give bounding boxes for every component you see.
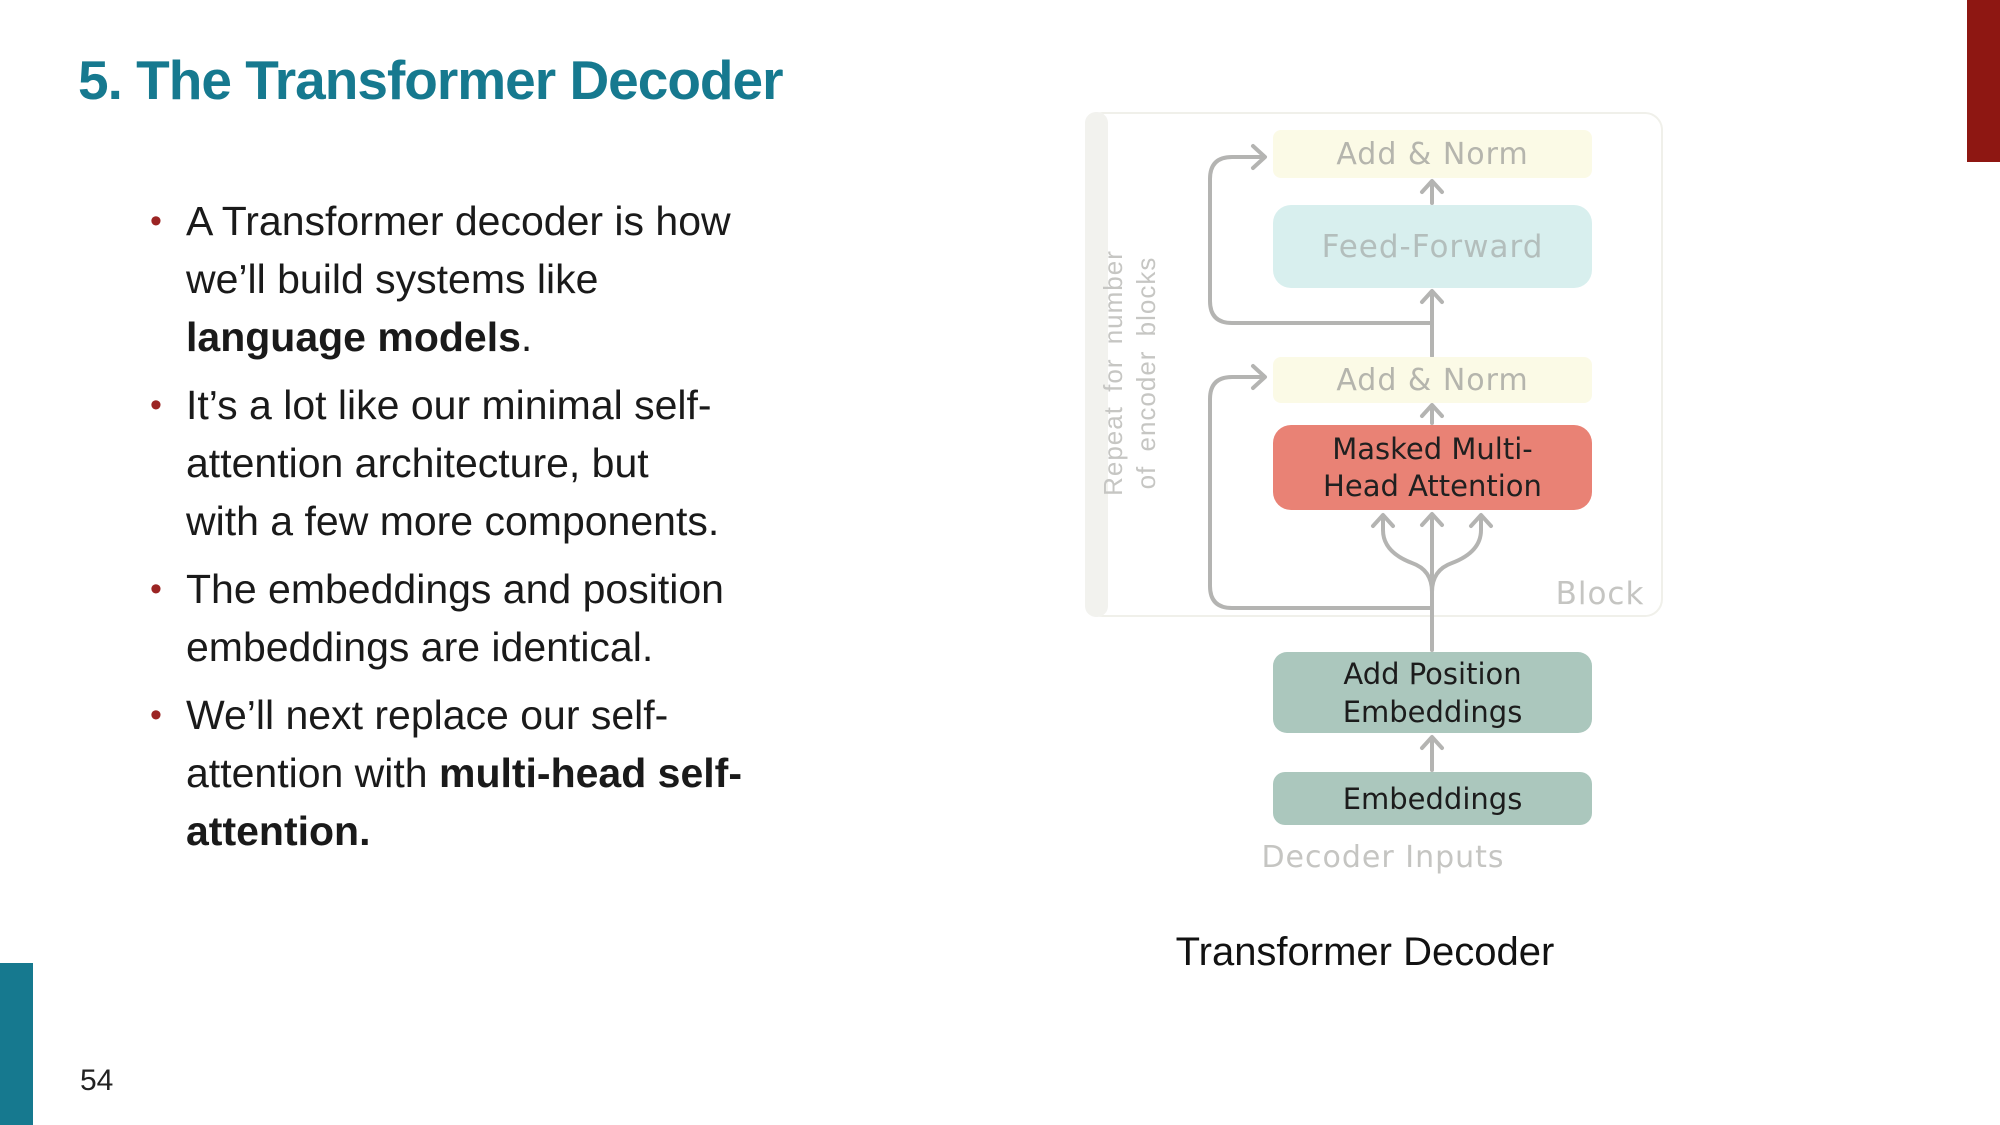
bullet-line: It’s a lot like our minimal self- <box>186 382 712 428</box>
bullet-text: It’s a lot like our minimal self- attent… <box>186 376 719 550</box>
bullet-line: attention. <box>186 808 371 854</box>
add-position-embeddings-box: Add Position Embeddings <box>1273 652 1592 733</box>
add-norm-mid-box: Add & Norm <box>1273 357 1592 403</box>
diagram-connectors <box>1208 144 1493 772</box>
line-start: attention with <box>186 750 439 796</box>
page-title: 5. The Transformer Decoder <box>78 49 784 111</box>
transformer-decoder-diagram: Repeat for number of encoder blocks Add … <box>1060 80 1720 910</box>
accent-bar-bottom-left <box>0 963 33 1125</box>
block-label: Block <box>1555 576 1645 612</box>
page-number: 54 <box>80 1064 114 1097</box>
list-item: • It’s a lot like our minimal self- atte… <box>150 376 910 550</box>
add-norm-top-box: Add & Norm <box>1273 130 1592 178</box>
masked-multi-head-attention-box: Masked Multi- Head Attention <box>1273 425 1592 510</box>
list-item: • A Transformer decoder is how we’ll bui… <box>150 192 910 366</box>
bullet-line: attention architecture, but <box>186 440 649 486</box>
bullet-icon: • <box>150 570 162 608</box>
bullet-line: language models. <box>186 308 731 366</box>
bullet-text: The embeddings and position embeddings a… <box>186 560 724 676</box>
line-end: . <box>520 314 533 360</box>
mha-label-line2: Head Attention <box>1323 468 1542 503</box>
bullet-text: We’ll next replace our self- attention w… <box>186 686 742 860</box>
embeddings-label: Embeddings <box>1342 781 1523 816</box>
bullet-icon: • <box>150 696 162 734</box>
bullet-line: A Transformer decoder is how <box>186 198 731 244</box>
bullet-line: we’ll build systems like <box>186 256 599 302</box>
feed-forward-box: Feed-Forward <box>1273 205 1592 288</box>
bullet-list: • A Transformer decoder is how we’ll bui… <box>150 192 910 870</box>
repeat-band <box>1085 112 1108 617</box>
bullet-icon: • <box>150 386 162 424</box>
bullet-line: We’ll next replace our self- <box>186 692 669 738</box>
bullet-line: attention with multi-head self- <box>186 744 742 802</box>
feed-forward-label: Feed-Forward <box>1321 228 1544 265</box>
add-pos-label-line1: Add Position <box>1343 656 1522 691</box>
bold-phrase: multi-head self- <box>439 750 742 796</box>
bullet-icon: • <box>150 202 162 240</box>
bullet-line: embeddings are identical. <box>186 624 654 670</box>
bold-phrase: language models <box>186 314 521 360</box>
list-item: • We’ll next replace our self- attention… <box>150 686 910 860</box>
add-pos-label-line2: Embeddings <box>1342 694 1523 729</box>
mha-label-line1: Masked Multi- <box>1332 431 1533 466</box>
bullet-text: A Transformer decoder is how we’ll build… <box>186 192 731 366</box>
decoder-inputs-label: Decoder Inputs <box>1261 840 1505 875</box>
bullet-line: The embeddings and position <box>186 566 724 612</box>
add-norm-top-label: Add & Norm <box>1336 136 1529 172</box>
add-norm-mid-label: Add & Norm <box>1336 362 1529 398</box>
diagram-caption: Transformer Decoder <box>1175 930 1555 974</box>
list-item: • The embeddings and position embeddings… <box>150 560 910 676</box>
accent-bar-top-right <box>1967 0 2000 162</box>
bullet-line: with a few more components. <box>186 498 720 544</box>
embeddings-box: Embeddings <box>1273 772 1592 825</box>
